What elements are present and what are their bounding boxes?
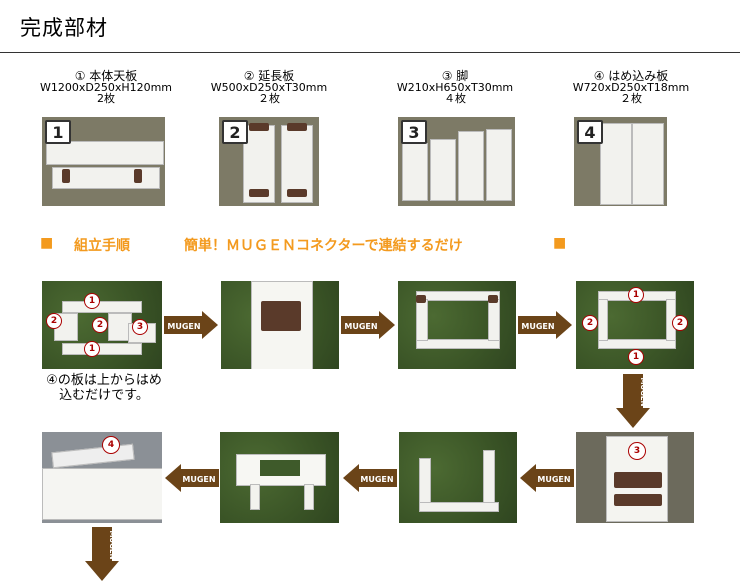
part-qty: ２枚 xyxy=(620,92,642,105)
badge: 2 xyxy=(672,315,688,331)
mugen-arrow-left-1: MUGEN xyxy=(520,464,574,492)
part-photo-2: 2 xyxy=(219,117,319,206)
step-photo-3 xyxy=(398,281,516,369)
part-size: W720xD250xT18mm xyxy=(572,81,690,94)
title-divider xyxy=(0,52,740,53)
part-photo-1: 1 xyxy=(42,117,165,206)
part-photo-4: 4 xyxy=(574,117,667,206)
step-photo-5: 3 xyxy=(576,432,694,523)
step-photo-8: 4 xyxy=(42,432,162,523)
mugen-arrow-right-3: MUGEN xyxy=(518,311,572,339)
arrow-label: MUGEN xyxy=(639,377,647,406)
part-size: W210xH650xT30mm xyxy=(396,81,514,94)
mugen-arrow-down-2: MUGEN xyxy=(85,527,119,581)
mugen-arrow-left-2: MUGEN xyxy=(343,464,397,492)
page-title: 完成部材 xyxy=(20,16,108,40)
step-photo-2 xyxy=(221,281,339,369)
arrow-label: MUGEN xyxy=(167,322,200,331)
part-qty: ４枚 xyxy=(444,92,466,105)
mugen-arrow-right-1: MUGEN xyxy=(164,311,218,339)
mugen-arrow-left-3: MUGEN xyxy=(165,464,219,492)
badge: 1 xyxy=(628,287,644,303)
part-label-2: ② 延長板 W500xD250xT30mm ２枚 xyxy=(184,69,354,105)
arrow-label: MUGEN xyxy=(344,322,377,331)
step-photo-7 xyxy=(220,432,339,523)
step-photo-4: 1 2 2 1 xyxy=(576,281,694,369)
part-label-1: ① 本体天板 W1200xD250xH120mm 2枚 xyxy=(21,69,191,105)
badge: 2 xyxy=(46,313,62,329)
mugen-arrow-right-2: MUGEN xyxy=(341,311,395,339)
step-photo-1: 1 2 2 3 1 xyxy=(42,281,162,369)
badge: 3 xyxy=(628,442,646,460)
part-name: ② 延長板 xyxy=(243,69,295,83)
badge: 2 xyxy=(582,315,598,331)
badge: 1 xyxy=(84,341,100,357)
badge: 2 xyxy=(222,120,248,144)
badge: 1 xyxy=(45,120,71,144)
arrow-label: MUGEN xyxy=(108,530,116,559)
note-text: ④の板は上からはめ込むだけです。 xyxy=(46,373,162,403)
arrow-label: MUGEN xyxy=(521,322,554,331)
assembly-subheading: 簡単！ＭＵＧＥＮコネクターで連結するだけ xyxy=(184,238,463,254)
part-qty: ２枚 xyxy=(258,92,280,105)
badge: 3 xyxy=(132,319,148,335)
arrow-label: MUGEN xyxy=(360,475,393,484)
part-name: ④ はめ込み板 xyxy=(593,69,669,83)
heading-marker-left: ■ xyxy=(40,235,54,251)
step-photo-6 xyxy=(399,432,517,523)
part-qty: 2枚 xyxy=(97,92,115,105)
badge: 2 xyxy=(92,317,108,333)
badge: 1 xyxy=(84,293,100,309)
part-photo-3: 3 xyxy=(398,117,515,206)
heading-marker-right: ■ xyxy=(553,235,567,251)
part-label-3: ③ 脚 W210xH650xT30mm ４枚 xyxy=(370,69,540,105)
part-size: W500xD250xT30mm xyxy=(210,81,328,94)
badge: 1 xyxy=(628,349,644,365)
assembly-heading: 組立手順 xyxy=(74,238,130,254)
badge: 3 xyxy=(401,120,427,144)
part-name: ③ 脚 xyxy=(441,69,469,83)
badge: 4 xyxy=(577,120,603,144)
badge: 4 xyxy=(102,436,120,454)
part-size: W1200xD250xH120mm xyxy=(39,81,173,94)
arrow-label: MUGEN xyxy=(537,475,570,484)
mugen-arrow-down-1: MUGEN xyxy=(616,374,650,428)
arrow-label: MUGEN xyxy=(182,475,215,484)
part-name: ① 本体天板 xyxy=(74,69,138,83)
part-label-4: ④ はめ込み板 W720xD250xT18mm ２枚 xyxy=(546,69,716,105)
